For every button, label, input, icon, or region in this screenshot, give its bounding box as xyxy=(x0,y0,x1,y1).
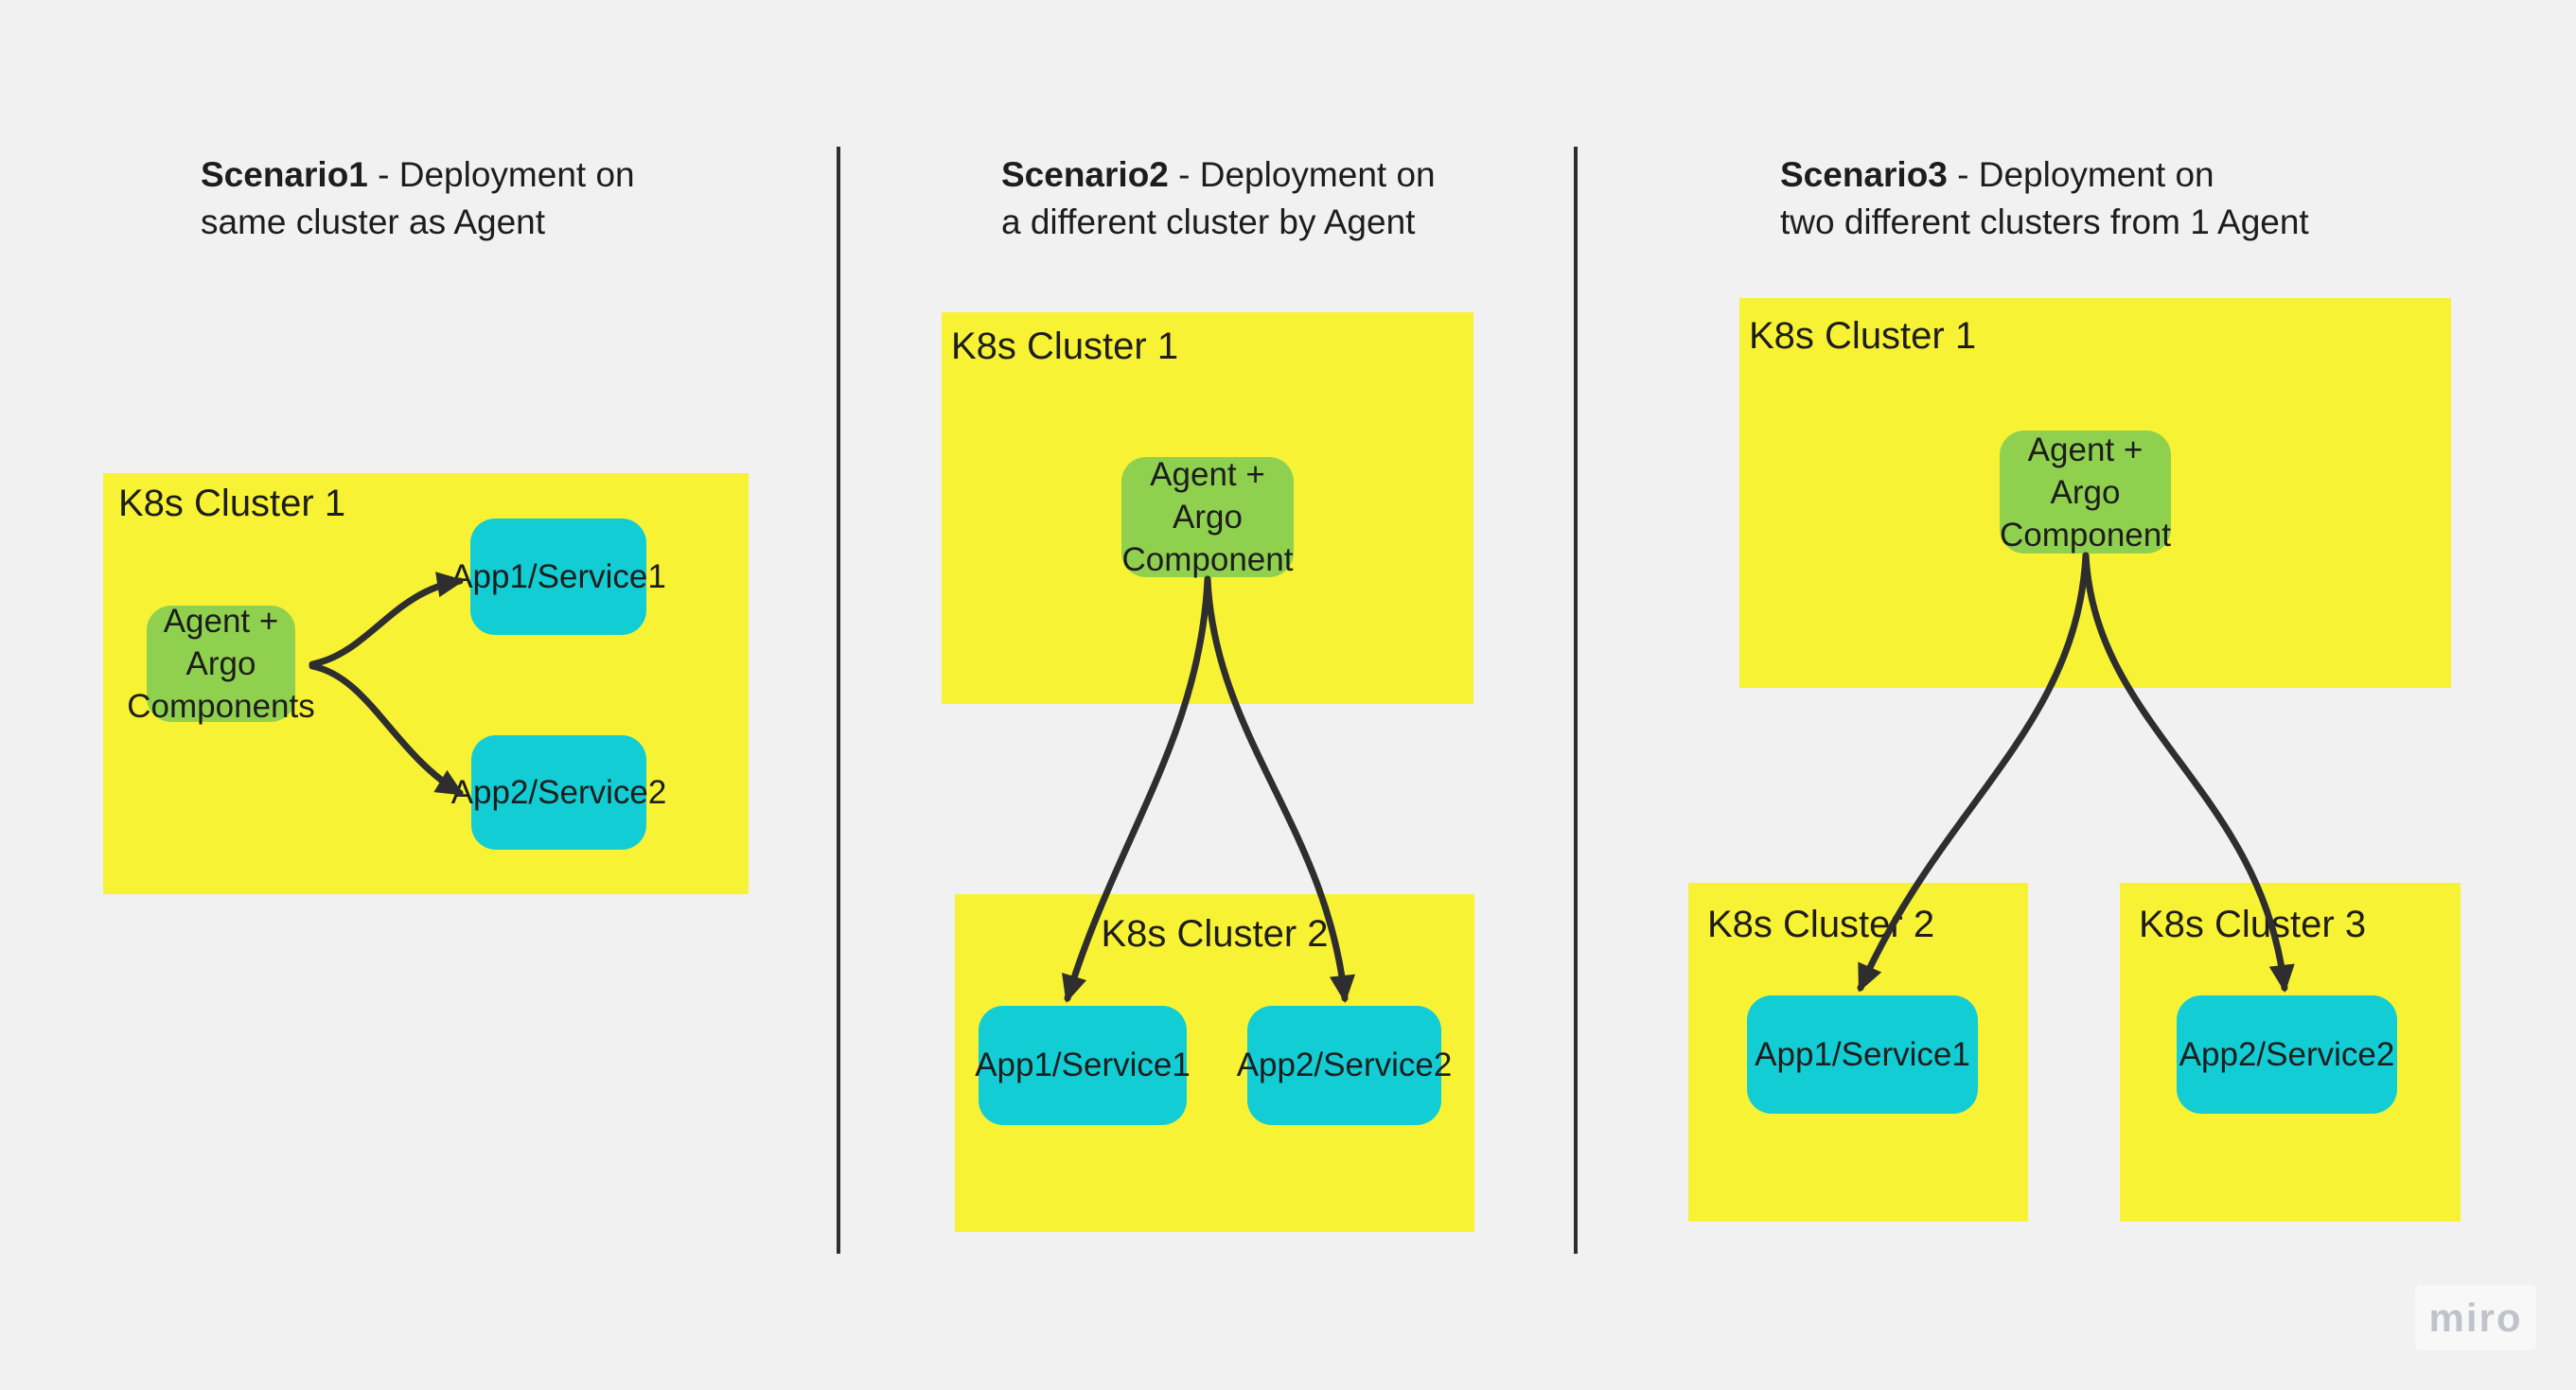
s2-agent-label: Agent + Argo Component xyxy=(1122,453,1294,581)
s2-cluster2-box[interactable]: K8s Cluster 2 App1/Service1 App2/Service… xyxy=(955,894,1474,1232)
s2-agent-box[interactable]: Agent + Argo Component xyxy=(1121,456,1294,578)
s2-cluster1-label: K8s Cluster 1 xyxy=(951,326,1179,367)
s3-cluster1-box[interactable]: K8s Cluster 1 Agent + Argo Component xyxy=(1739,298,2451,688)
s1-agent-box[interactable]: Agent + Argo Components xyxy=(127,603,314,725)
scenario2-title-rest: - Deployment on xyxy=(1168,155,1436,194)
s3-agent-label-line3: Component xyxy=(2000,516,2171,554)
s2-cluster1-box[interactable]: K8s Cluster 1 Agent + Argo Component xyxy=(942,312,1473,704)
s2-app2-label: App2/Service2 xyxy=(1236,1047,1453,1083)
s1-agent-label-line2: Components xyxy=(127,688,315,725)
scenario3-title-bold: Scenario3 xyxy=(1780,155,1948,194)
s3-app2-label: App2/Service2 xyxy=(2179,1035,2395,1073)
s3-app2-box[interactable]: App2/Service2 xyxy=(2177,995,2397,1114)
s3-cluster1-label: K8s Cluster 1 xyxy=(1749,315,1977,357)
section-divider-line-2[interactable] xyxy=(1574,147,1578,1254)
s3-cluster2-box[interactable]: K8s Cluster 2 App1/Service1 xyxy=(1688,883,2028,1222)
s3-app1-box[interactable]: App1/Service1 xyxy=(1747,995,1978,1114)
s1-arrow-agent-to-app2[interactable] xyxy=(309,662,465,797)
scenario1-title-rest: - Deployment on xyxy=(367,155,635,194)
s3-arrow-agent-to-app2[interactable] xyxy=(2082,552,2295,994)
s2-app1-label: App1/Service1 xyxy=(975,1047,1191,1083)
s3-cluster3-box[interactable]: K8s Cluster 3 App2/Service2 xyxy=(2120,883,2461,1222)
s3-app1-label: App1/Service1 xyxy=(1755,1035,1970,1073)
s1-app2-box[interactable]: App2/Service2 xyxy=(451,735,666,850)
s1-cluster1-box[interactable]: K8s Cluster 1 Agent + Argo Components Ap… xyxy=(103,473,749,894)
s1-cluster1-label: K8s Cluster 1 xyxy=(118,483,346,524)
s2-agent-label-line2: Argo xyxy=(1173,499,1243,536)
miro-watermark: miro xyxy=(2415,1285,2536,1350)
scenario1-title-bold: Scenario1 xyxy=(201,155,368,194)
scenario2-title-line2: a different cluster by Agent xyxy=(1001,202,1416,241)
s2-agent-label-line3: Component xyxy=(1121,541,1294,578)
s2-cluster2-label: K8s Cluster 2 xyxy=(1101,913,1329,955)
scenario2-title-bold: Scenario2 xyxy=(1001,155,1169,194)
section-divider-line-1[interactable] xyxy=(837,147,840,1254)
scenario3-title[interactable]: Scenario3 - Deployment on two different … xyxy=(1780,151,2309,246)
s3-agent-label-line1: Agent + xyxy=(2027,431,2144,468)
s1-arrow-agent-to-app1[interactable] xyxy=(309,572,466,668)
scenario3-title-line1: Scenario3 - Deployment on xyxy=(1780,151,2309,199)
s3-agent-label: Agent + Argo Component xyxy=(2000,429,2171,556)
s3-cluster3-label: K8s Cluster 3 xyxy=(2139,904,2367,945)
s3-agent-label-line2: Argo xyxy=(2050,473,2121,511)
s2-agent-label-line1: Agent + xyxy=(1150,456,1265,493)
scenario1-title[interactable]: Scenario1 - Deployment on same cluster a… xyxy=(201,151,635,246)
s1-agent-label-line1: Agent + Argo xyxy=(163,603,279,682)
s3-agent-box[interactable]: Agent + Argo Component xyxy=(2000,431,2171,554)
scenario1-title-line1: Scenario1 - Deployment on xyxy=(201,151,635,199)
scenario2-title[interactable]: Scenario2 - Deployment on a different cl… xyxy=(1001,151,1436,246)
s1-app1-box[interactable]: App1/Service1 xyxy=(450,519,666,635)
s2-arrow-agent-to-app1[interactable] xyxy=(1062,575,1211,1003)
s1-app1-label: App1/Service1 xyxy=(450,557,666,595)
s2-app1-box[interactable]: App1/Service1 xyxy=(975,1006,1191,1125)
scenario3-title-rest: - Deployment on xyxy=(1947,155,2214,194)
s1-app2-label: App2/Service2 xyxy=(450,773,667,811)
miro-watermark-label: miro xyxy=(2428,1294,2523,1340)
scenario1-title-line2: same cluster as Agent xyxy=(201,202,546,241)
s3-arrow-agent-to-app1[interactable] xyxy=(1857,552,2090,993)
scenario3-title-line2: two different clusters from 1 Agent xyxy=(1780,202,2309,241)
s2-app2-box[interactable]: App2/Service2 xyxy=(1237,1006,1452,1125)
scenario2-title-line1: Scenario2 - Deployment on xyxy=(1001,151,1436,199)
s2-arrow-agent-to-app2[interactable] xyxy=(1204,575,1355,1004)
s1-agent-label: Agent + Argo Components xyxy=(127,600,314,728)
